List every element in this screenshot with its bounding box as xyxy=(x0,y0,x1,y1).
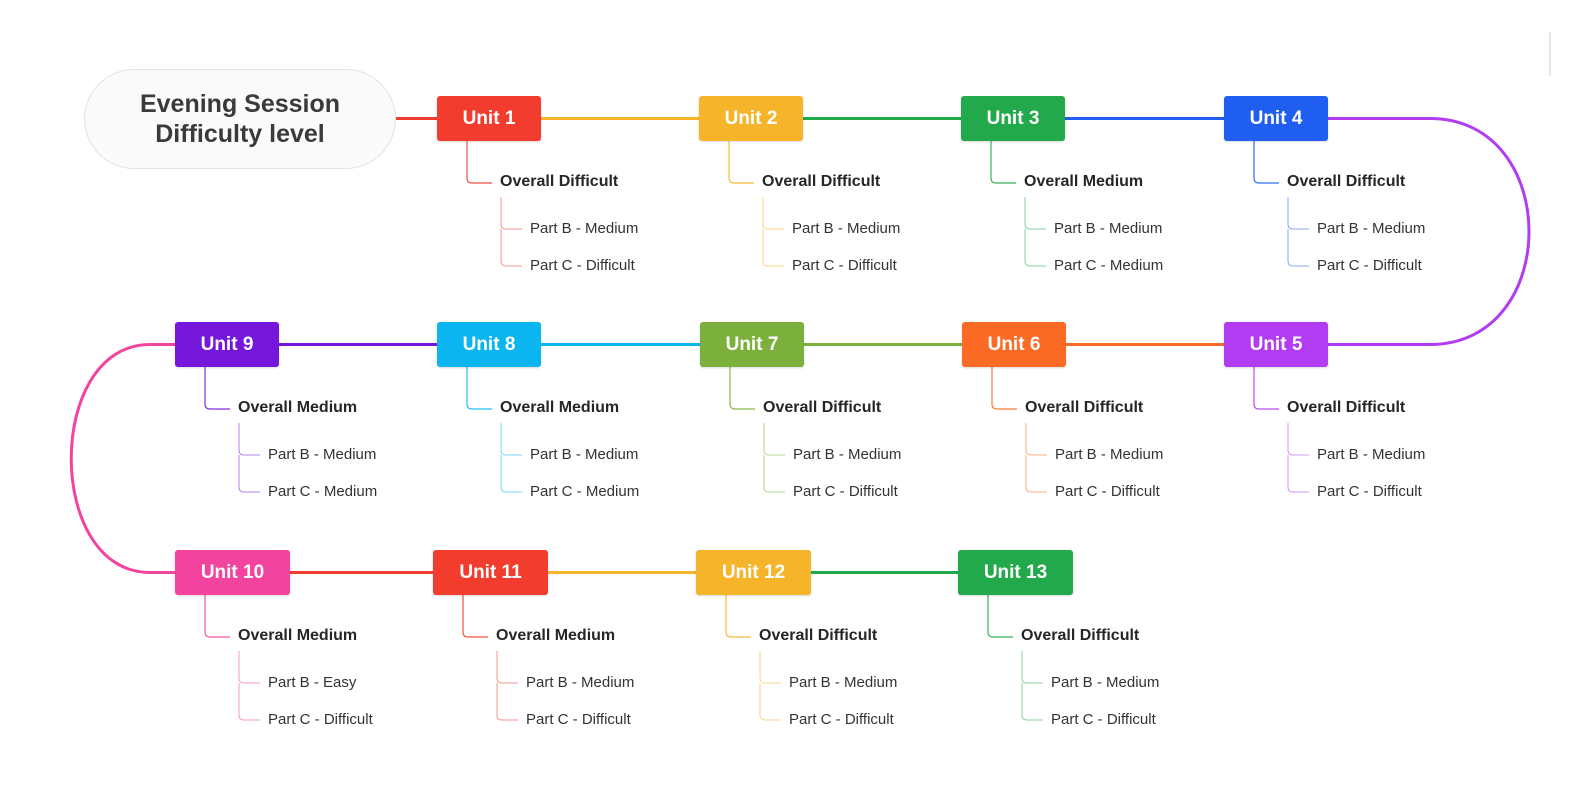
unit-2-part-c-label[interactable]: Part C - Difficult xyxy=(792,257,897,274)
unit-8-overall-label[interactable]: Overall Medium xyxy=(500,399,620,416)
unit-8-part-c-connector xyxy=(500,455,522,493)
unit-8-part-b-label[interactable]: Part B - Medium xyxy=(530,446,639,463)
unit-11-part-c-connector xyxy=(496,683,518,721)
unit-9-overall-label[interactable]: Overall Medium xyxy=(238,399,358,416)
unit-7-part-c-label[interactable]: Part C - Difficult xyxy=(793,483,898,500)
unit-6-overall-label[interactable]: Overall Difficult xyxy=(1025,399,1144,416)
unit-3-part-b-connector xyxy=(1024,197,1046,230)
unit-3-part-b-label[interactable]: Part B - Medium xyxy=(1054,220,1163,237)
unit-10-part-b-connector xyxy=(238,651,260,684)
unit-8-part-c-label[interactable]: Part C - Medium xyxy=(530,483,640,500)
unit-13-node[interactable]: Unit 13 xyxy=(958,550,1073,595)
unit-11-part-b-label[interactable]: Part B - Medium xyxy=(526,674,635,691)
unit-10-part-c-connector xyxy=(238,683,260,721)
unit-13-overall-connector xyxy=(987,595,1013,638)
unit-7-node[interactable]: Unit 7 xyxy=(700,322,804,367)
unit-9-node[interactable]: Unit 9 xyxy=(175,322,279,367)
unit-12-part-b-label[interactable]: Part B - Medium xyxy=(789,674,898,691)
unit-9-part-c-connector xyxy=(238,455,260,493)
unit-2-overall-label[interactable]: Overall Difficult xyxy=(762,173,881,190)
unit-3-part-c-label[interactable]: Part C - Medium xyxy=(1054,257,1164,274)
unit-3-overall-label[interactable]: Overall Medium xyxy=(1024,173,1144,190)
root-title-line-2: Difficulty level xyxy=(155,120,325,148)
unit-1-part-c-connector xyxy=(500,229,522,267)
unit-1-part-b-label[interactable]: Part B - Medium xyxy=(530,220,639,237)
unit-12-part-c-label[interactable]: Part C - Difficult xyxy=(789,711,894,728)
unit-3-node[interactable]: Unit 3 xyxy=(961,96,1065,141)
unit-8-overall-connector xyxy=(466,367,492,410)
unit-4-node[interactable]: Unit 4 xyxy=(1224,96,1328,141)
unit-5-part-c-label[interactable]: Part C - Difficult xyxy=(1317,483,1422,500)
unit-4-part-b-connector xyxy=(1287,197,1309,230)
unit-13-overall-label[interactable]: Overall Difficult xyxy=(1021,627,1140,644)
unit-1-node[interactable]: Unit 1 xyxy=(437,96,541,141)
unit-13-part-c-label[interactable]: Part C - Difficult xyxy=(1051,711,1156,728)
unit-10-part-c-label[interactable]: Part C - Difficult xyxy=(268,711,373,728)
unit-7-overall-connector xyxy=(729,367,755,410)
unit-8-part-b-connector xyxy=(500,423,522,456)
unit-5-overall-label[interactable]: Overall Difficult xyxy=(1287,399,1406,416)
unit-6-node[interactable]: Unit 6 xyxy=(962,322,1066,367)
unit-3-part-c-connector xyxy=(1024,229,1046,267)
unit-6-part-c-label[interactable]: Part C - Difficult xyxy=(1055,483,1160,500)
unit-6-part-b-connector xyxy=(1025,423,1047,456)
unit-13-part-b-label[interactable]: Part B - Medium xyxy=(1051,674,1160,691)
unit-5-part-b-label[interactable]: Part B - Medium xyxy=(1317,446,1426,463)
unit-9-overall-connector xyxy=(204,367,230,410)
unit-9-part-b-label[interactable]: Part B - Medium xyxy=(268,446,377,463)
unit-13-part-c-connector xyxy=(1021,683,1043,721)
unit-1-part-b-connector xyxy=(500,197,522,230)
unit-11-overall-label[interactable]: Overall Medium xyxy=(496,627,616,644)
chain-line-unit-4-to-unit-5 xyxy=(1328,117,1531,346)
unit-10-overall-connector xyxy=(204,595,230,638)
unit-10-part-b-label[interactable]: Part B - Easy xyxy=(268,674,357,691)
unit-5-part-c-connector xyxy=(1287,455,1309,493)
unit-11-part-c-label[interactable]: Part C - Difficult xyxy=(526,711,631,728)
chain-line-unit-9-to-unit-10 xyxy=(69,343,175,574)
unit-5-part-b-connector xyxy=(1287,423,1309,456)
root-topic-evening-session[interactable]: Evening Session Difficulty level xyxy=(84,69,396,169)
unit-10-node[interactable]: Unit 10 xyxy=(175,550,290,595)
unit-8-node[interactable]: Unit 8 xyxy=(437,322,541,367)
unit-5-overall-connector xyxy=(1253,367,1279,410)
unit-7-part-c-connector xyxy=(763,455,785,493)
unit-6-overall-connector xyxy=(991,367,1017,410)
unit-2-overall-connector xyxy=(728,141,754,184)
unit-5-node[interactable]: Unit 5 xyxy=(1224,322,1328,367)
unit-7-overall-label[interactable]: Overall Difficult xyxy=(763,399,882,416)
unit-13-part-b-connector xyxy=(1021,651,1043,684)
root-title-line-1: Evening Session xyxy=(139,90,341,118)
unit-4-part-b-label[interactable]: Part B - Medium xyxy=(1317,220,1426,237)
unit-2-part-b-label[interactable]: Part B - Medium xyxy=(792,220,901,237)
unit-9-part-b-connector xyxy=(238,423,260,456)
unit-7-part-b-connector xyxy=(763,423,785,456)
unit-1-overall-connector xyxy=(466,141,492,184)
unit-4-part-c-connector xyxy=(1287,229,1309,267)
unit-1-overall-label[interactable]: Overall Difficult xyxy=(500,173,619,190)
unit-2-part-b-connector xyxy=(762,197,784,230)
unit-9-part-c-label[interactable]: Part C - Medium xyxy=(268,483,378,500)
unit-6-part-b-label[interactable]: Part B - Medium xyxy=(1055,446,1164,463)
unit-12-node[interactable]: Unit 12 xyxy=(696,550,811,595)
unit-3-overall-connector xyxy=(990,141,1016,184)
unit-7-part-b-label[interactable]: Part B - Medium xyxy=(793,446,902,463)
unit-2-part-c-connector xyxy=(762,229,784,267)
unit-11-overall-connector xyxy=(462,595,488,638)
unit-4-overall-label[interactable]: Overall Difficult xyxy=(1287,173,1406,190)
unit-12-part-c-connector xyxy=(759,683,781,721)
unit-12-part-b-connector xyxy=(759,651,781,684)
scroll-edge-divider xyxy=(1549,32,1551,76)
unit-11-node[interactable]: Unit 11 xyxy=(433,550,548,595)
unit-12-overall-label[interactable]: Overall Difficult xyxy=(759,627,878,644)
unit-1-part-c-label[interactable]: Part C - Difficult xyxy=(530,257,635,274)
unit-12-overall-connector xyxy=(725,595,751,638)
unit-6-part-c-connector xyxy=(1025,455,1047,493)
unit-2-node[interactable]: Unit 2 xyxy=(699,96,803,141)
unit-4-overall-connector xyxy=(1253,141,1279,184)
unit-10-overall-label[interactable]: Overall Medium xyxy=(238,627,358,644)
unit-4-part-c-label[interactable]: Part C - Difficult xyxy=(1317,257,1422,274)
unit-11-part-b-connector xyxy=(496,651,518,684)
